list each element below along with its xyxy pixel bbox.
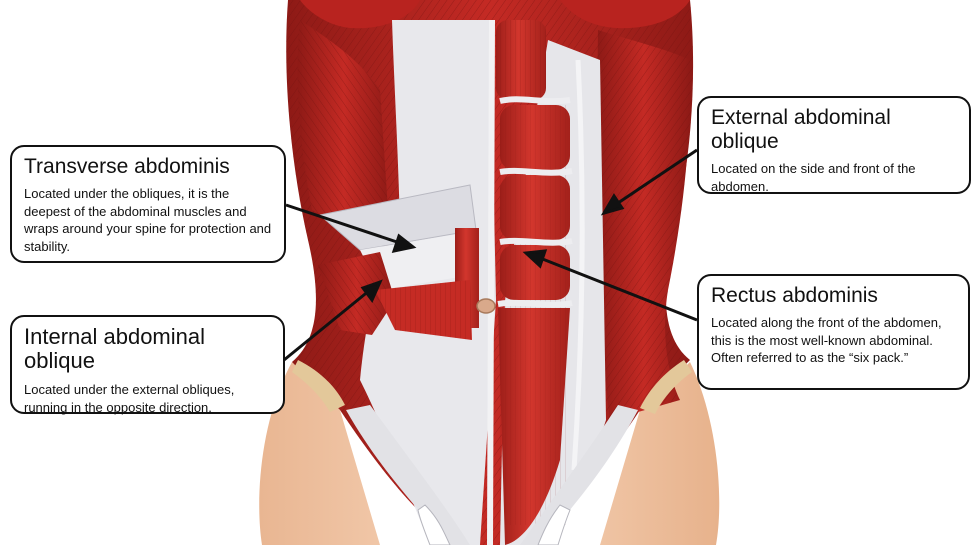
left-iliac-crest — [292, 360, 345, 412]
transverse-region — [360, 232, 472, 290]
linea-alba — [487, 19, 495, 545]
callout-description: Located on the side and front of the abd… — [711, 161, 916, 194]
callout-transverse-abdominis: Transverse abdominis Located under the o… — [10, 145, 286, 263]
callout-description: Located under the external obliques, run… — [24, 382, 235, 415]
arrow-internal — [283, 279, 383, 362]
rectus-abdominis — [497, 96, 573, 545]
arrow-rectus — [522, 249, 698, 322]
navel — [476, 298, 496, 314]
left-aponeurosis — [360, 20, 496, 545]
callout-title: Internal abdominal oblique — [24, 324, 206, 373]
arrow-transverse — [285, 203, 417, 254]
callout-description: Located along the front of the abdomen, … — [711, 315, 942, 365]
chest-right — [560, 0, 690, 29]
callout-title: Transverse abdominis — [24, 155, 230, 178]
callout-description: Located under the obliques, it is the de… — [24, 186, 272, 254]
callout-title: External abdominal oblique — [711, 106, 891, 153]
callout-rectus-abdominis: Rectus abdominis Located along the front… — [697, 274, 970, 390]
chest-left — [300, 0, 420, 29]
arrow-external — [600, 148, 698, 216]
callout-title: Rectus abdominis — [711, 284, 878, 307]
callout-internal-abdominal-oblique: Internal abdominal oblique Located under… — [10, 315, 285, 415]
right-iliac-crest — [640, 360, 692, 414]
callout-external-abdominal-oblique: External abdominal oblique Located on th… — [697, 96, 971, 194]
